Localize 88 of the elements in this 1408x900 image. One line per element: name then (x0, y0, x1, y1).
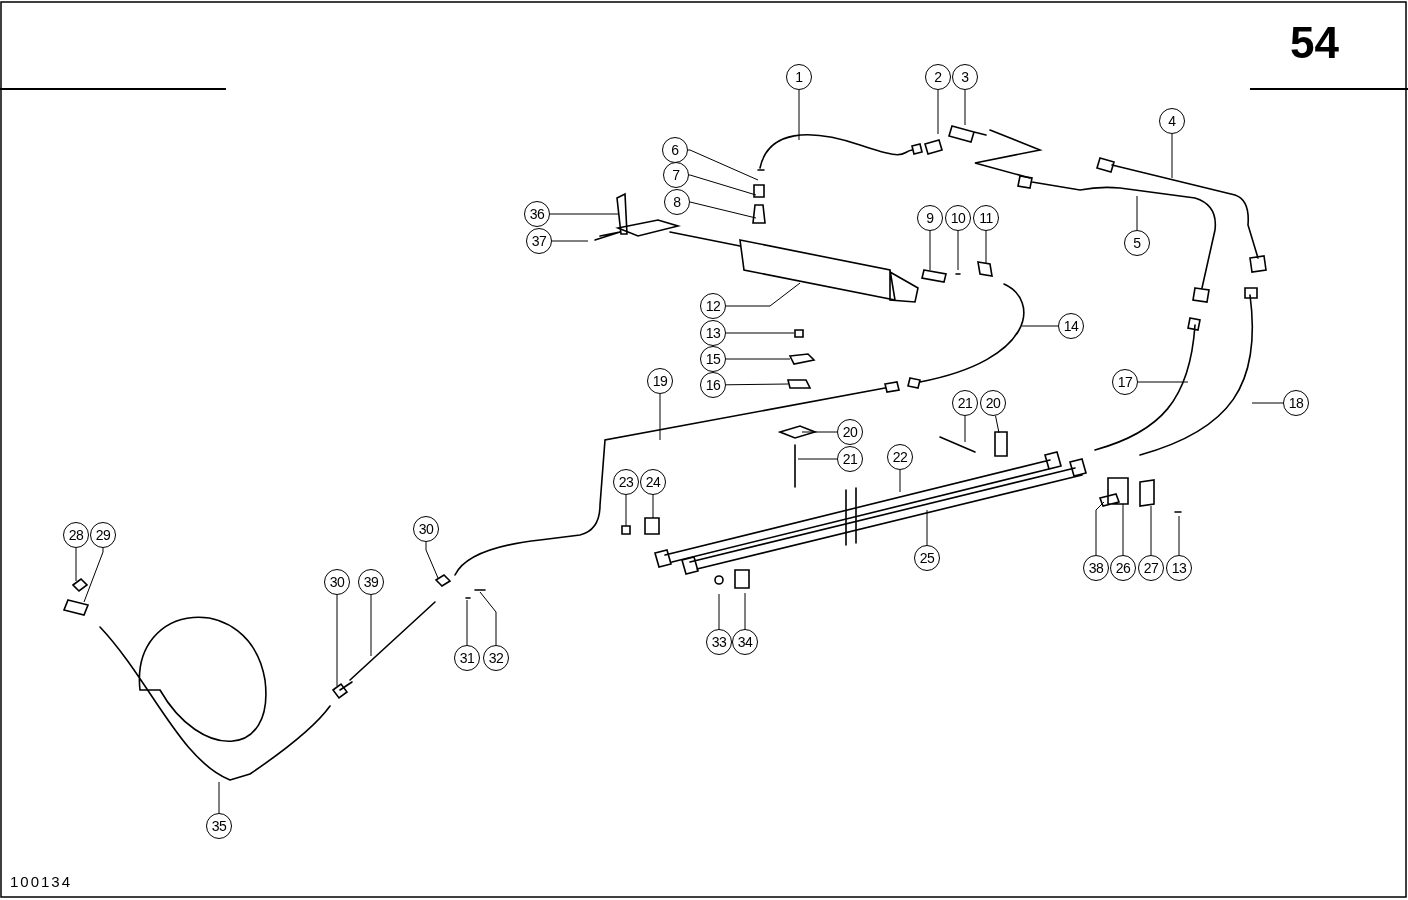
leader-line (218, 781, 220, 814)
callout-number: 10 (945, 205, 971, 231)
leader-line (957, 230, 959, 271)
callout-number: 17 (1112, 369, 1138, 395)
leader-line (370, 594, 372, 657)
leader-line (937, 89, 939, 135)
leader-line (1136, 195, 1138, 231)
callout-number: 21 (952, 390, 978, 416)
leader-line (75, 547, 77, 582)
callout-number: 27 (1138, 555, 1164, 581)
callout-number: 7 (663, 162, 689, 188)
callout-number: 34 (732, 629, 758, 655)
callout-number: 22 (887, 444, 913, 470)
leader-line (652, 494, 654, 519)
callout-number: 13 (1166, 555, 1192, 581)
leader-line (83, 547, 104, 603)
callout-number: 35 (206, 813, 232, 839)
callout-number: 39 (358, 569, 384, 595)
leader-line (718, 593, 720, 630)
leader-line (1095, 501, 1105, 556)
callout-number: 28 (63, 522, 89, 548)
callout-number: 15 (700, 346, 726, 372)
callout-number: 31 (454, 645, 480, 671)
callout-number: 19 (647, 368, 673, 394)
callout-number: 21 (837, 446, 863, 472)
leader-line (725, 358, 791, 360)
leader-line (985, 230, 987, 265)
leader-line (479, 591, 497, 646)
drawing-number: 100134 (10, 873, 73, 890)
leader-line (744, 592, 746, 630)
leader-line (964, 415, 966, 443)
callout-number: 3 (952, 64, 978, 90)
callout-number: 1 (786, 64, 812, 90)
callout-number: 26 (1110, 555, 1136, 581)
callout-number: 20 (980, 390, 1006, 416)
callout-number: 14 (1058, 313, 1084, 339)
callout-number: 25 (914, 545, 940, 571)
callout-number: 30 (413, 516, 439, 542)
callout-number: 38 (1083, 555, 1109, 581)
leader-line (689, 201, 757, 219)
callout-number: 13 (700, 320, 726, 346)
leader-line (725, 383, 789, 386)
callout-number: 23 (613, 469, 639, 495)
callout-number: 36 (524, 201, 550, 227)
page-number: 54 (1290, 18, 1339, 68)
leader-line (551, 240, 589, 242)
leader-line (1251, 402, 1284, 404)
leader-line (964, 89, 966, 126)
leader-line (336, 594, 338, 687)
leader-line (926, 509, 928, 546)
callout-number: 30 (324, 569, 350, 595)
leader-line (625, 494, 627, 527)
leader-line (1122, 503, 1124, 556)
leader-line (687, 149, 759, 181)
callout-number: 9 (917, 205, 943, 231)
leader-line (466, 599, 468, 646)
callout-number: 12 (700, 293, 726, 319)
callout-number: 16 (700, 372, 726, 398)
callout-number: 33 (706, 629, 732, 655)
callout-number: 2 (925, 64, 951, 90)
leader-line (929, 230, 931, 271)
leader-line (659, 393, 661, 441)
leader-line (1021, 325, 1059, 327)
callout-number: 32 (483, 645, 509, 671)
callout-number: 37 (526, 228, 552, 254)
callout-number: 20 (837, 419, 863, 445)
leader-line (1178, 515, 1180, 556)
callout-number: 5 (1124, 230, 1150, 256)
leader-line (801, 431, 838, 433)
leader-line (1171, 133, 1173, 179)
leader-line (899, 469, 901, 493)
callout-number: 18 (1283, 390, 1309, 416)
leader-line (549, 213, 619, 215)
callout-number: 11 (973, 205, 999, 231)
callout-number: 24 (640, 469, 666, 495)
leader-line (797, 458, 838, 460)
leader-line (688, 174, 757, 196)
callout-number: 4 (1159, 108, 1185, 134)
leader-line (425, 541, 439, 579)
leader-line (1150, 505, 1152, 556)
callout-number: 6 (662, 137, 688, 163)
leader-line (725, 282, 801, 307)
callout-number: 29 (90, 522, 116, 548)
leader-line (725, 332, 795, 334)
callout-number: 8 (664, 189, 690, 215)
leader-line (1137, 381, 1189, 383)
leader-line (995, 415, 1000, 434)
leader-line (798, 89, 800, 141)
